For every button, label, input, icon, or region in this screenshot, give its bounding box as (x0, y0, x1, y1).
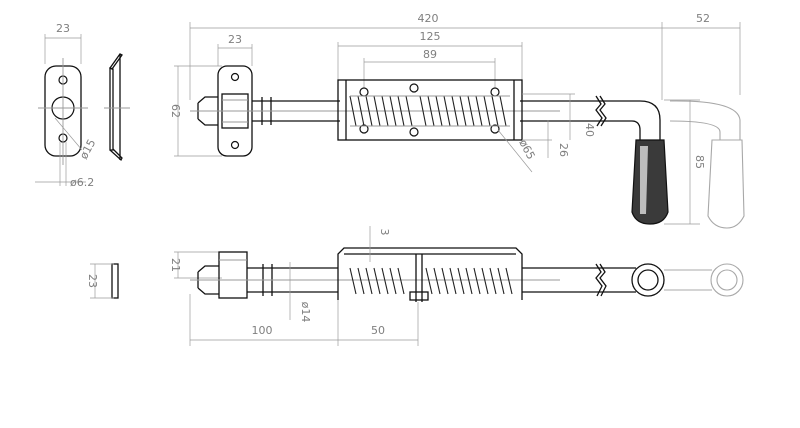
handle-end-ghost-inner (716, 269, 738, 291)
pin-offset-label: 26 (557, 143, 570, 157)
handle-offset-label: 52 (696, 12, 710, 25)
handle-end-inner (637, 269, 659, 291)
bolt-dia-dimension: ø14 (289, 262, 312, 323)
plate-side-small: 23 (86, 263, 119, 299)
housing-height-dimension: 40 (522, 93, 596, 140)
hole-dia-small-label: ø6.2 (70, 176, 94, 189)
sheet-thickness-dimension: 3 (369, 226, 391, 262)
total-length-label: 420 (418, 12, 439, 25)
travel-label: 50 (371, 324, 385, 337)
spring-coil-side (349, 267, 513, 295)
bracket-thickness-label: 21 (169, 258, 182, 272)
bracket-width-label: 23 (228, 33, 242, 46)
handle-height-label: 85 (693, 155, 706, 169)
housing-length-label: 125 (420, 30, 441, 43)
handle-end-ghost-outer (710, 263, 744, 297)
spring-dia-label: ø65 (516, 137, 537, 161)
handle-offset-dimension: 52 (662, 12, 741, 95)
bracket-width-dimension: 23 (217, 33, 253, 66)
spring-housing-side (337, 247, 523, 302)
total-length-dimension: 420 (189, 12, 663, 100)
bolt-rod-top (190, 95, 661, 140)
hole-spacing-dimension: 89 (363, 48, 496, 88)
pin-offset-dimension: 26 (522, 120, 570, 158)
housing-height-label: 40 (583, 123, 596, 137)
spring-dia-dimension: ø65 (497, 129, 538, 173)
travel-dimension: 50 (338, 302, 419, 346)
end-plate-front-view (38, 58, 88, 165)
plate-width-dimension: 23 (44, 22, 82, 64)
nose-length-dimension: 100 (189, 294, 339, 346)
plate-width-label: 23 (56, 22, 70, 35)
bracket-height-label: 62 (169, 104, 182, 118)
bolt-side-view (190, 251, 744, 299)
handle-grip (631, 139, 669, 225)
handle-height-dimension: 85 (664, 99, 706, 225)
spring-housing-top (337, 79, 523, 141)
spring-coil-top (349, 95, 507, 127)
bracket-height-dimension: 62 (169, 65, 222, 157)
nose-length-label: 100 (252, 324, 273, 337)
hole-dia-small-dimension: ø6.2 (35, 142, 94, 189)
handle-end-outer (631, 263, 665, 297)
hole-spacing-label: 89 (423, 48, 437, 61)
bolt-dia-label: ø14 (299, 302, 312, 323)
handle-ghost-position (669, 100, 745, 229)
end-plate-side-view (104, 53, 130, 162)
sheet-thickness-label: 3 (378, 229, 391, 236)
plate-side-label: 23 (86, 274, 99, 288)
housing-length-dimension: 125 (337, 30, 523, 80)
bracket-thickness-dimension: 21 (169, 251, 222, 279)
